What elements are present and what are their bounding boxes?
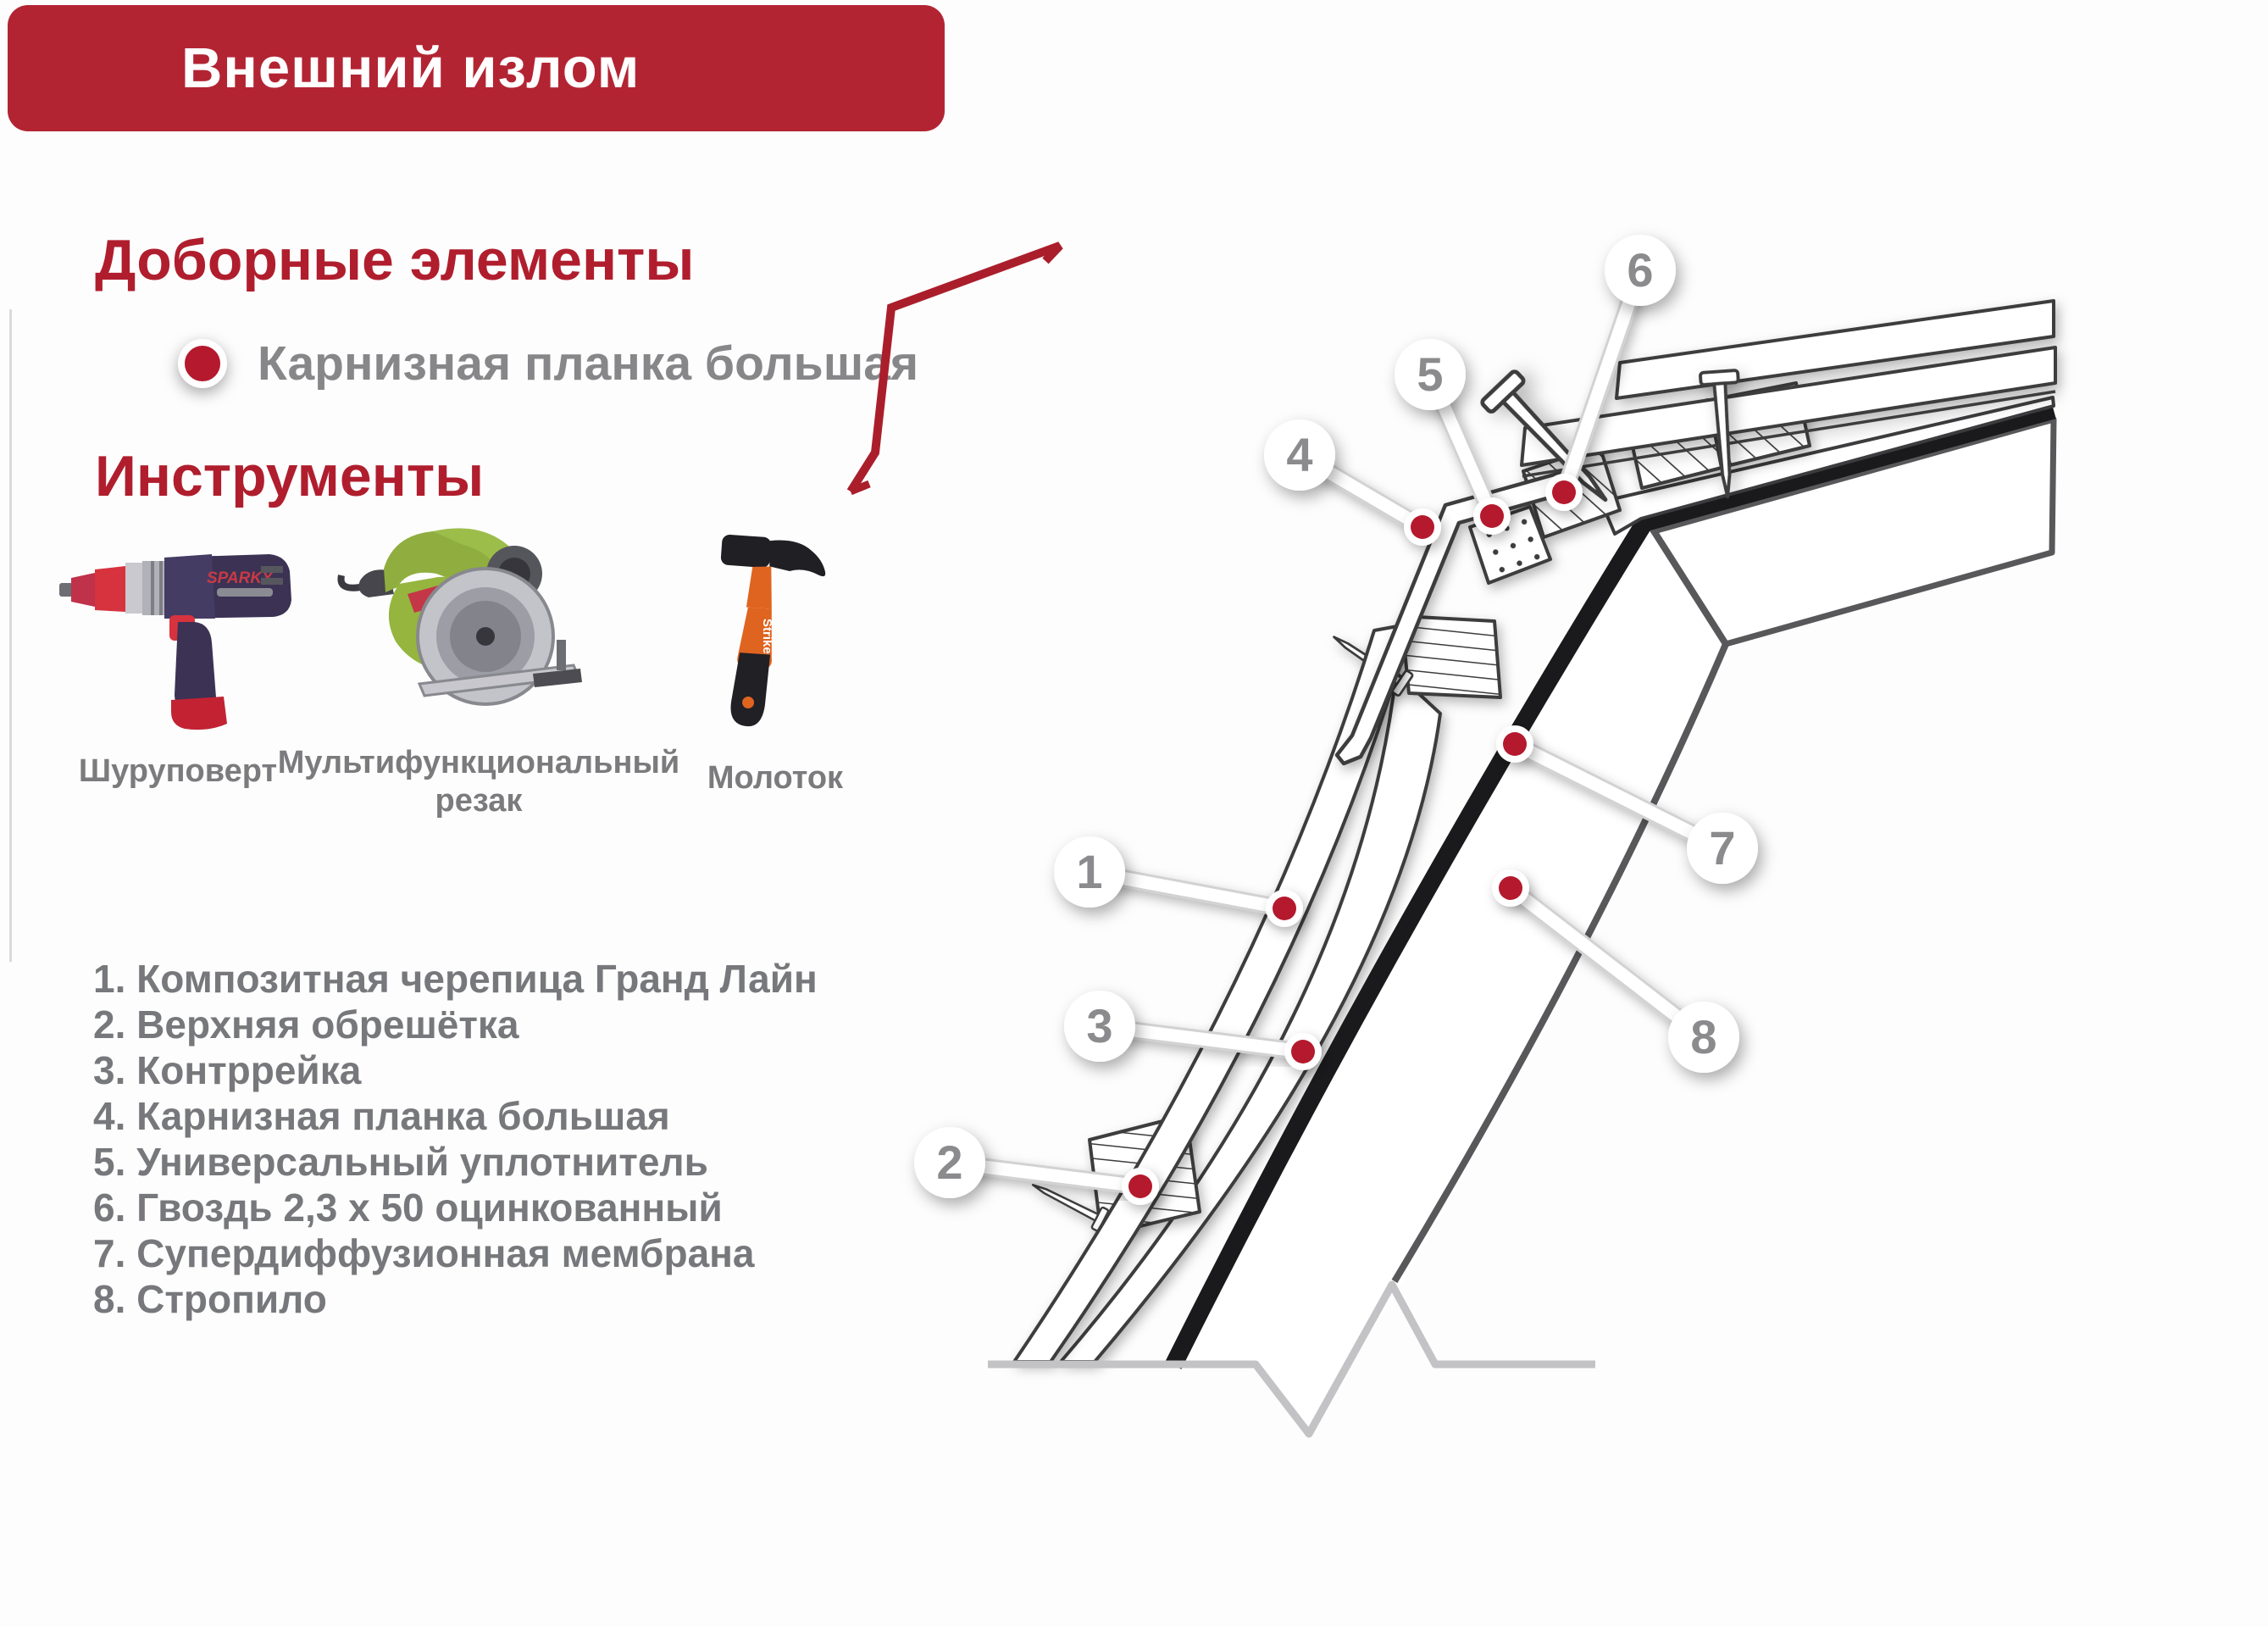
page-title: Внешний излом xyxy=(181,36,640,100)
tool-label-drill: Шуруповерт xyxy=(78,753,278,789)
callouts: 1 2 3 xyxy=(914,235,1758,1205)
callout-number-4: 4 xyxy=(1286,428,1312,481)
rafter-miter-joint xyxy=(1644,518,1729,647)
callout-1: 1 xyxy=(1054,836,1303,927)
tool-cutter: Мультифункциональный резак xyxy=(258,521,699,820)
rafter-lower xyxy=(1180,531,1729,1434)
callout-8: 8 xyxy=(1492,869,1739,1073)
tool-label-hammer: Молоток xyxy=(707,760,844,796)
svg-text:Strike: Strike xyxy=(760,619,774,654)
callout-number-7: 7 xyxy=(1709,821,1735,875)
callout-dot-3 xyxy=(1291,1040,1315,1063)
counter-batten-upper xyxy=(1600,396,2055,536)
hammer-icon: Strike xyxy=(720,534,826,727)
callout-dot-6 xyxy=(1552,480,1576,504)
accessories-heading: Доборные элементы xyxy=(95,228,695,292)
callout-circle xyxy=(1064,991,1135,1062)
callout-number-5: 5 xyxy=(1417,347,1443,401)
callout-7: 7 xyxy=(1496,725,1758,884)
legend-item-3: 3. Контррейка xyxy=(93,1048,362,1092)
callout-circle xyxy=(1395,339,1466,410)
drill-icon: SPARKY xyxy=(59,554,291,730)
legend-item-1: 1. Композитная черепица Гранд Лайн xyxy=(93,957,818,1001)
callout-circle xyxy=(1264,419,1335,491)
callout-dot-1 xyxy=(1273,897,1296,920)
callout-circle xyxy=(914,1127,985,1198)
callout-number-8: 8 xyxy=(1690,1010,1716,1063)
legend-list: 1. Композитная черепица Гранд Лайн 2. Ве… xyxy=(93,956,818,1322)
svg-text:SPARKY: SPARKY xyxy=(207,569,274,587)
batten-middle xyxy=(1325,614,1502,699)
callout-circle xyxy=(1605,235,1676,306)
left-edge-rule xyxy=(9,309,12,962)
membrane-line xyxy=(1165,401,2056,1369)
tool-drill: SPARKY Шуруповерт xyxy=(51,534,305,791)
circular-cutter-icon xyxy=(337,528,582,706)
callout-dot-2 xyxy=(1128,1174,1152,1198)
callout-dot-7 xyxy=(1503,732,1527,756)
callout-2: 2 xyxy=(914,1127,1159,1205)
red-dot-marker xyxy=(178,339,227,388)
legend-item-7: 7. Супердиффузионная мембрана xyxy=(93,1231,755,1275)
callout-dot-5 xyxy=(1480,504,1504,528)
callout-6: 6 xyxy=(1545,235,1676,511)
callout-circle xyxy=(1687,813,1758,884)
break-line xyxy=(988,1280,1595,1438)
callout-4: 4 xyxy=(1264,419,1441,546)
callout-number-3: 3 xyxy=(1086,999,1112,1052)
callout-dot-8 xyxy=(1499,876,1522,900)
callout-number-6: 6 xyxy=(1627,243,1653,297)
legend-item-4: 4. Карнизная планка большая xyxy=(93,1094,670,1138)
callout-5: 5 xyxy=(1395,339,1511,535)
callout-circle xyxy=(1054,836,1125,908)
callout-3: 3 xyxy=(1064,991,1322,1070)
leader-line xyxy=(1557,268,1647,495)
callout-dot-4 xyxy=(1411,515,1434,539)
rafter-upper xyxy=(1644,416,2057,647)
legend-item-2: 2. Верхняя обрешётка xyxy=(93,1002,519,1047)
leader-line xyxy=(1506,883,1708,1042)
roof-structure xyxy=(988,299,2057,1438)
tile-sheet-upper-2 xyxy=(1520,346,2057,467)
tool-label-cutter: Мультифункциональный резак xyxy=(277,745,680,819)
callout-number-1: 1 xyxy=(1076,845,1102,898)
leader-line xyxy=(1511,738,1726,854)
accessory-label: Карнизная планка большая xyxy=(258,336,919,391)
legend-item-6: 6. Гвоздь 2,3 х 50 оцинкованный xyxy=(93,1186,723,1230)
title-banner: Внешний излом xyxy=(8,5,945,131)
accessory-item: Карнизная планка большая xyxy=(178,339,918,388)
legend-item-5: 5. Универсальный уплотнитель xyxy=(93,1140,708,1184)
legend-item-8: 8. Стропило xyxy=(93,1277,327,1321)
cornice-strip xyxy=(1334,467,1577,766)
callout-number-2: 2 xyxy=(936,1136,962,1189)
tool-hammer: Strike Молоток xyxy=(682,530,868,797)
callout-circle xyxy=(1668,1002,1739,1073)
tools-heading: Инструменты xyxy=(95,444,485,508)
